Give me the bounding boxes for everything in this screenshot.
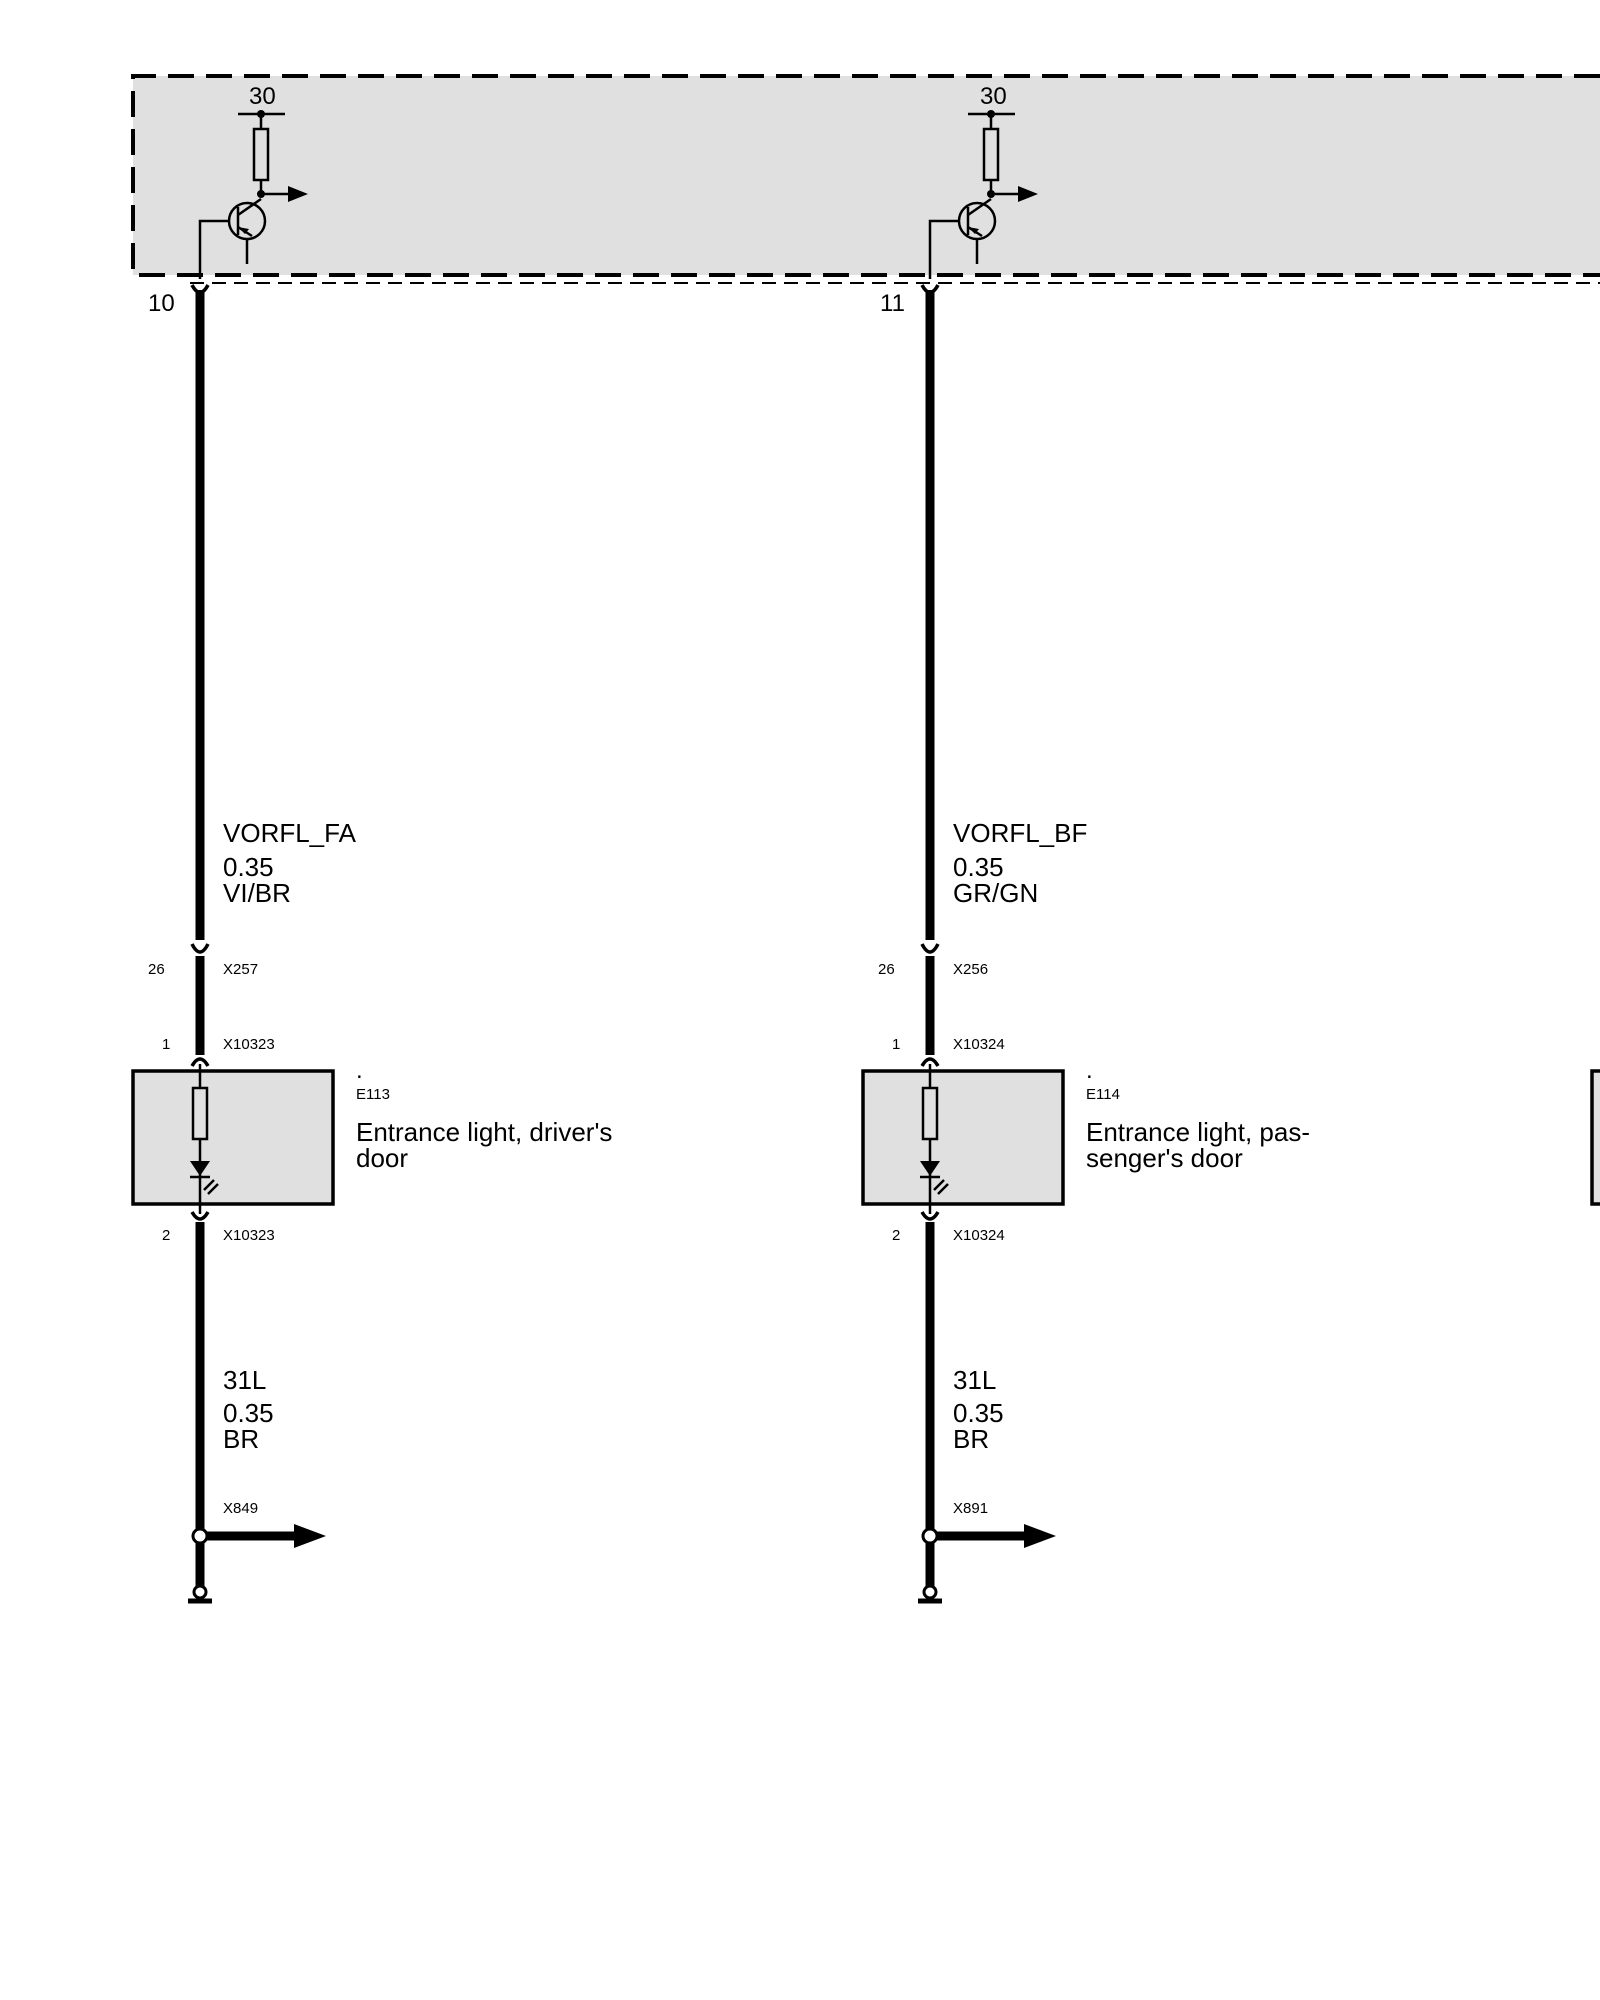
transistor-collector xyxy=(237,197,262,217)
component-connector-out-terminal xyxy=(920,1211,940,1221)
inline-connector-name: X257 xyxy=(223,961,258,978)
module-resistor xyxy=(982,127,1000,182)
led-emission-1 xyxy=(203,1179,215,1191)
ground-junction xyxy=(191,1527,209,1545)
ground-junction xyxy=(921,1527,939,1545)
component-id: E114 xyxy=(1086,1086,1120,1103)
component-connector-in-terminal xyxy=(920,1057,940,1067)
component-name-line2: door xyxy=(356,1143,408,1173)
component-connector-in-pin: 1 xyxy=(892,1036,900,1053)
component-name-line1: Entrance light, pas- xyxy=(1086,1117,1310,1147)
ground-signal: 31L xyxy=(223,1365,266,1395)
led-emission-2 xyxy=(207,1183,219,1195)
component-box xyxy=(131,1069,335,1206)
component-connector-out-terminal xyxy=(190,1211,210,1221)
supply-terminal-label: 30 xyxy=(249,83,276,110)
transistor-emitter-arrow xyxy=(968,227,979,234)
ground-color: BR xyxy=(223,1424,259,1454)
component-resistor xyxy=(921,1086,939,1141)
component-connector-in-name: X10323 xyxy=(223,1036,275,1053)
control-module-body xyxy=(131,74,1600,277)
wire-gauge: 0.35 xyxy=(953,852,1004,882)
circuit-driver-door: 30 10 VORFL_FA 0.35 VI/BR 26 X257 1 X103… xyxy=(131,83,612,1604)
ground-color: BR xyxy=(953,1424,989,1454)
wire-color: GR/GN xyxy=(953,878,1038,908)
transistor-out-lead xyxy=(928,219,958,279)
output-arrow-icon xyxy=(1018,186,1038,202)
module-pin-label: 10 xyxy=(148,290,175,317)
component-dot: . xyxy=(356,1057,363,1084)
ground-gauge: 0.35 xyxy=(953,1398,1004,1428)
component-connector-out-name: X10324 xyxy=(953,1227,1005,1244)
inline-connector-name: X256 xyxy=(953,961,988,978)
inline-connector-pin: 26 xyxy=(148,961,165,978)
ground-terminal xyxy=(192,1584,208,1600)
component-connector-in-pin: 1 xyxy=(162,1036,170,1053)
component-dot: . xyxy=(1086,1057,1093,1084)
transistor-emitter-arrow xyxy=(238,227,249,234)
ground-connector-name: X849 xyxy=(223,1500,258,1517)
component-connector-out-pin: 2 xyxy=(162,1227,170,1244)
component-name-line2: senger's door xyxy=(1086,1143,1243,1173)
control-module xyxy=(131,74,1600,284)
ground-arrow-icon xyxy=(1024,1524,1056,1548)
component-connector-in-name: X10324 xyxy=(953,1036,1005,1053)
component-connector-out-name: X10323 xyxy=(223,1227,275,1244)
component-name-line1: Entrance light, driver's xyxy=(356,1117,612,1147)
signal-name: VORFL_BF xyxy=(953,818,1087,848)
component-connector-out-pin: 2 xyxy=(892,1227,900,1244)
led-icon xyxy=(190,1161,210,1176)
ground-connector-name: X891 xyxy=(953,1500,988,1517)
supply-terminal-label: 30 xyxy=(980,83,1007,110)
inline-connector-terminal xyxy=(920,943,940,954)
led-emission-2 xyxy=(937,1183,949,1195)
module-resistor xyxy=(252,127,270,182)
transistor-out-lead xyxy=(198,219,228,279)
output-arrow-icon xyxy=(288,186,308,202)
ground-gauge: 0.35 xyxy=(223,1398,274,1428)
component-box xyxy=(861,1069,1065,1206)
signal-name: VORFL_FA xyxy=(223,818,357,848)
led-icon xyxy=(920,1161,940,1176)
wire-gauge: 0.35 xyxy=(223,852,274,882)
component-box-partial xyxy=(1590,1069,1600,1206)
led-emission-1 xyxy=(933,1179,945,1191)
inline-connector-pin: 26 xyxy=(878,961,895,978)
component-connector-in-terminal xyxy=(190,1057,210,1067)
component-id: E113 xyxy=(356,1086,390,1103)
ground-terminal xyxy=(922,1584,938,1600)
transistor-collector xyxy=(967,197,992,217)
component-resistor xyxy=(191,1086,209,1141)
module-pin-label: 11 xyxy=(880,290,905,317)
wire-color: VI/BR xyxy=(223,878,291,908)
circuit-passenger-door: 30 11 VORFL_BF 0.35 GR/GN 26 X256 1 X103… xyxy=(861,83,1310,1604)
ground-signal: 31L xyxy=(953,1365,996,1395)
ground-arrow-icon xyxy=(294,1524,326,1548)
inline-connector-terminal xyxy=(190,943,210,954)
